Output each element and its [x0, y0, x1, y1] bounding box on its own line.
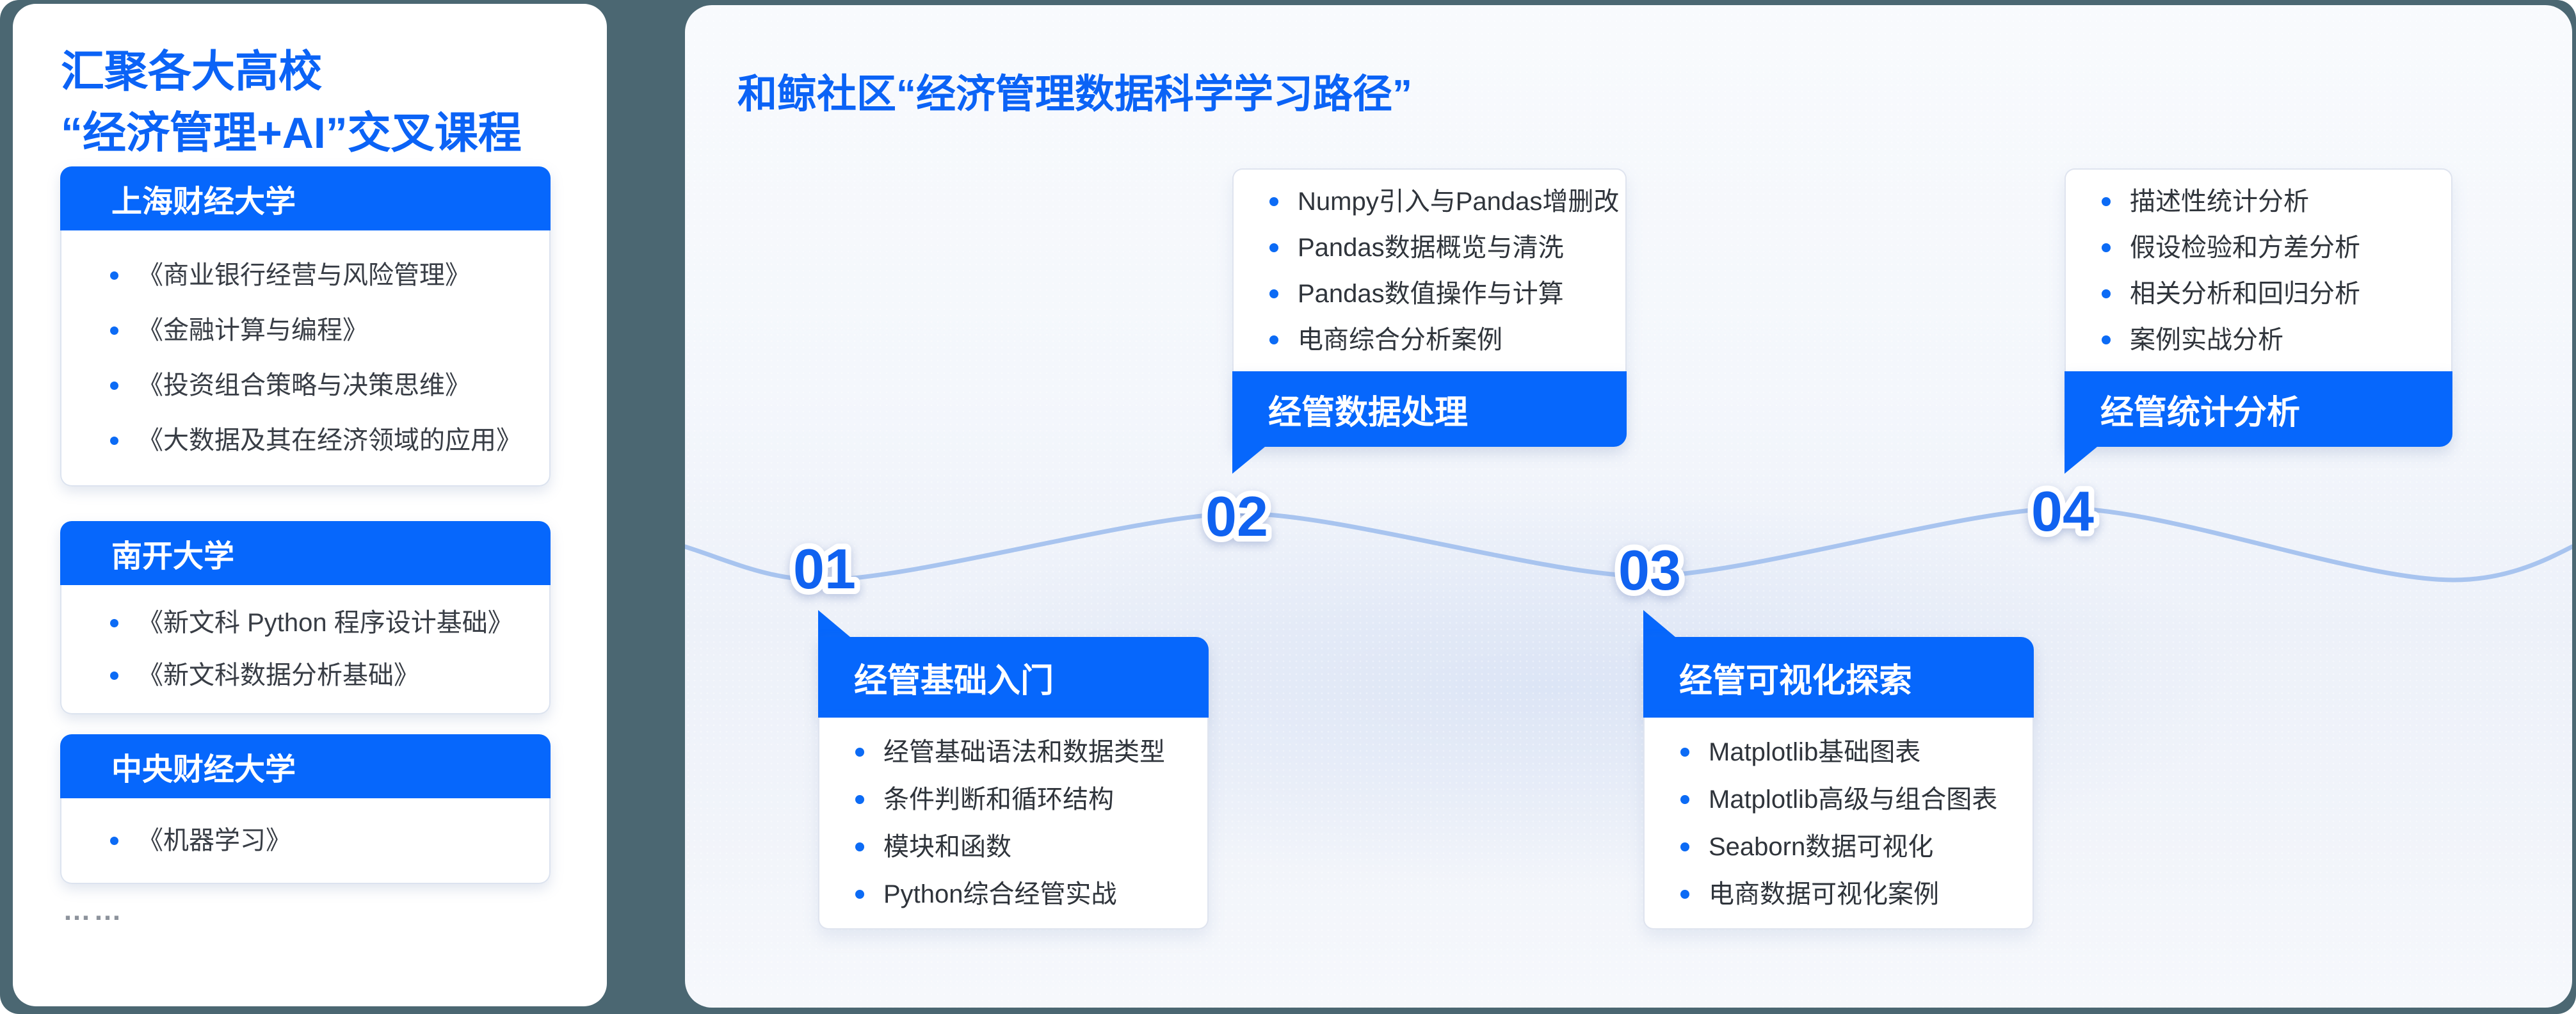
- learning-path-panel: 和鲸社区“经济管理数据科学学习路径” 01 02 03 04 Numpy引入与P…: [685, 5, 2572, 1008]
- step-02-label-bar: 经管数据处理: [1232, 371, 1627, 447]
- more-ellipsis: ……: [63, 895, 124, 926]
- step-04-label-bar: 经管统计分析: [2065, 371, 2452, 447]
- bullet-dot-icon: [110, 836, 118, 845]
- list-item: Python综合经管实战: [819, 880, 1207, 909]
- course-title: 《金融计算与编程》: [138, 316, 368, 344]
- step-item-label: 案例实战分析: [2130, 325, 2283, 354]
- bullet-dot-icon: [110, 436, 118, 445]
- step-number-02: 02: [1205, 485, 1268, 548]
- list-item: Numpy引入与Pandas增删改: [1234, 187, 1625, 216]
- left-title-line1: 汇聚各大高校: [61, 47, 323, 96]
- list-item: 案例实战分析: [2066, 325, 2451, 355]
- course-list: 《机器学习》: [60, 798, 551, 884]
- step-item-label: 假设检验和方差分析: [2130, 233, 2360, 262]
- list-item: Pandas数值操作与计算: [1234, 279, 1625, 309]
- course-title: 《大数据及其在经济领域的应用》: [138, 426, 522, 455]
- list-item: 描述性统计分析: [2066, 187, 2451, 216]
- bullet-dot-icon: [110, 671, 118, 680]
- step-item-label: 模块和函数: [883, 832, 1011, 861]
- course-item: 《大数据及其在经济领域的应用》: [61, 426, 549, 455]
- bullet-dot-icon: [1680, 889, 1689, 899]
- course-item: 《机器学习》: [61, 826, 549, 855]
- course-item: 《金融计算与编程》: [61, 316, 549, 345]
- course-list: 《商业银行经营与风险管理》 《金融计算与编程》 《投资组合策略与决策思维》 《大…: [60, 230, 551, 487]
- course-title: 《新文科数据分析基础》: [138, 661, 419, 689]
- university-courses-panel: 汇聚各大高校 “经济管理+AI”交叉课程 上海财经大学 《商业银行经营与风险管理…: [13, 4, 607, 1006]
- timeline-wave-graphic: 01 02 03 04: [685, 474, 2572, 608]
- bullet-dot-icon: [855, 889, 864, 899]
- list-item: Seaborn数据可视化: [1645, 832, 2033, 862]
- step-item-label: Matplotlib高级与组合图表: [1709, 785, 1998, 814]
- course-item: 《新文科数据分析基础》: [61, 661, 549, 690]
- bullet-dot-icon: [855, 794, 864, 804]
- step-item-label: Numpy引入与Pandas增删改: [1298, 187, 1620, 216]
- bullet-dot-icon: [2102, 289, 2111, 298]
- step-item-label: 经管基础语法和数据类型: [883, 737, 1165, 766]
- course-item: 《商业银行经营与风险管理》: [61, 261, 549, 290]
- university-name-header: 南开大学: [60, 521, 551, 585]
- list-item: 经管基础语法和数据类型: [819, 737, 1207, 767]
- list-item: Pandas数据概览与清洗: [1234, 233, 1625, 262]
- bullet-dot-icon: [2102, 197, 2111, 206]
- course-title: 《新文科 Python 程序设计基础》: [138, 609, 513, 637]
- step-item-label: 条件判断和循环结构: [883, 785, 1114, 814]
- step-item-label: Pandas数据概览与清洗: [1298, 233, 1564, 262]
- right-panel-title: 和鲸社区“经济管理数据科学学习路径”: [737, 72, 1413, 117]
- step-01-label-bar: 经管基础入门: [818, 637, 1209, 718]
- course-title: 《投资组合策略与决策思维》: [138, 371, 471, 399]
- university-card-shufe: 上海财经大学 《商业银行经营与风险管理》 《金融计算与编程》 《投资组合策略与决…: [60, 166, 551, 487]
- step-item-label: Pandas数值操作与计算: [1298, 279, 1564, 308]
- course-item: 《新文科 Python 程序设计基础》: [61, 608, 549, 638]
- university-name-header: 上海财经大学: [60, 166, 551, 230]
- left-title-line2: “经济管理+AI”交叉课程: [61, 109, 522, 157]
- bullet-dot-icon: [1269, 243, 1278, 252]
- left-panel-title: 汇聚各大高校 “经济管理+AI”交叉课程: [61, 41, 522, 164]
- bullet-dot-icon: [110, 618, 118, 627]
- bullet-dot-icon: [1269, 335, 1278, 344]
- step-01-item-list: 经管基础语法和数据类型 条件判断和循环结构 模块和函数 Python综合经管实战: [818, 718, 1209, 930]
- university-name-header: 中央财经大学: [60, 734, 551, 798]
- list-item: 模块和函数: [819, 832, 1207, 862]
- step-item-label: Seaborn数据可视化: [1709, 832, 1934, 861]
- bullet-dot-icon: [1680, 747, 1689, 757]
- course-title: 《商业银行经营与风险管理》: [138, 261, 471, 289]
- step-04-item-list: 描述性统计分析 假设检验和方差分析 相关分析和回归分析 案例实战分析: [2065, 168, 2452, 371]
- list-item: 条件判断和循环结构: [819, 785, 1207, 814]
- bullet-dot-icon: [1680, 794, 1689, 804]
- step-item-label: Python综合经管实战: [883, 880, 1117, 908]
- wave-line: [685, 506, 2572, 583]
- step-item-label: 电商数据可视化案例: [1709, 880, 1939, 908]
- bullet-dot-icon: [110, 381, 118, 390]
- bullet-dot-icon: [2102, 243, 2111, 252]
- step-item-label: 描述性统计分析: [2130, 187, 2309, 216]
- list-item: 电商数据可视化案例: [1645, 880, 2033, 909]
- list-item: 假设检验和方差分析: [2066, 233, 2451, 262]
- step-item-label: Matplotlib基础图表: [1709, 737, 1921, 766]
- university-card-cufe: 中央财经大学 《机器学习》: [60, 734, 551, 884]
- bullet-dot-icon: [1680, 842, 1689, 851]
- list-item: Matplotlib高级与组合图表: [1645, 785, 2033, 814]
- list-item: 相关分析和回归分析: [2066, 279, 2451, 309]
- step-number-04: 04: [2031, 479, 2094, 543]
- list-item: 电商综合分析案例: [1234, 325, 1625, 355]
- bullet-dot-icon: [110, 271, 118, 280]
- step-item-label: 相关分析和回归分析: [2130, 279, 2360, 308]
- step-03-item-list: Matplotlib基础图表 Matplotlib高级与组合图表 Seaborn…: [1643, 718, 2034, 930]
- step-number-01: 01: [793, 537, 856, 600]
- course-list: 《新文科 Python 程序设计基础》 《新文科数据分析基础》: [60, 585, 551, 714]
- course-item: 《投资组合策略与决策思维》: [61, 371, 549, 400]
- course-title: 《机器学习》: [138, 826, 291, 855]
- step-02-item-list: Numpy引入与Pandas增删改 Pandas数据概览与清洗 Pandas数值…: [1232, 168, 1627, 371]
- bullet-dot-icon: [855, 747, 864, 757]
- step-item-label: 电商综合分析案例: [1298, 325, 1502, 354]
- step-number-03: 03: [1618, 538, 1681, 602]
- list-item: Matplotlib基础图表: [1645, 737, 2033, 767]
- step-03-label-bar: 经管可视化探索: [1643, 637, 2034, 718]
- bullet-dot-icon: [2102, 335, 2111, 344]
- university-card-nankai: 南开大学 《新文科 Python 程序设计基础》 《新文科数据分析基础》: [60, 521, 551, 714]
- bullet-dot-icon: [855, 842, 864, 851]
- bullet-dot-icon: [1269, 289, 1278, 298]
- bullet-dot-icon: [110, 326, 118, 335]
- bullet-dot-icon: [1269, 197, 1278, 206]
